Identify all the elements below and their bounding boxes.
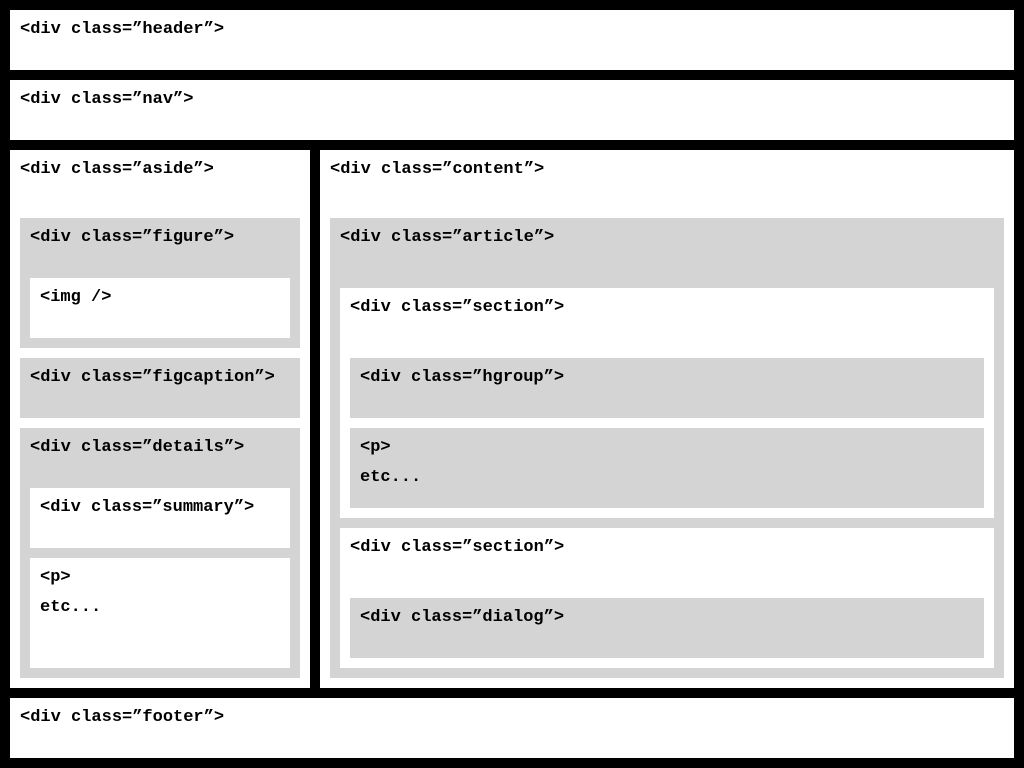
figure-box: <div class=”figure”> <img /> <box>20 218 300 348</box>
figure-label: <div class=”figure”> <box>30 228 235 247</box>
section-box-2: <div class=”section”> <div class=”dialog… <box>340 528 994 668</box>
details-label: <div class=”details”> <box>30 438 245 457</box>
content-label: <div class=”content”> <box>330 160 545 179</box>
details-box: <div class=”details”> <div class=”summar… <box>20 428 300 678</box>
aside-label: <div class=”aside”> <box>20 160 214 179</box>
figcaption-label: <div class=”figcaption”> <box>30 368 275 387</box>
content-box: <div class=”content”> <div class=”articl… <box>320 150 1014 688</box>
figcaption-box: <div class=”figcaption”> <box>20 358 300 418</box>
details-p-label: <p> <box>40 568 71 587</box>
summary-box: <div class=”summary”> <box>30 488 290 548</box>
summary-label: <div class=”summary”> <box>40 498 255 517</box>
dialog-box: <div class=”dialog”> <box>350 598 984 658</box>
details-p-etc: etc... <box>40 598 102 617</box>
section-p-label: <p> <box>360 438 391 457</box>
nav-box: <div class=”nav”> <box>10 80 1014 140</box>
aside-box: <div class=”aside”> <div class=”figure”>… <box>10 150 310 688</box>
nav-label: <div class=”nav”> <box>20 90 194 109</box>
details-p-box: <p> etc... <box>30 558 290 668</box>
section-p-box: <p> etc... <box>350 428 984 508</box>
footer-label: <div class=”footer”> <box>20 708 225 727</box>
hgroup-label: <div class=”hgroup”> <box>360 368 565 387</box>
section-p-etc: etc... <box>360 468 422 487</box>
section-label-2: <div class=”section”> <box>350 538 565 557</box>
hgroup-box: <div class=”hgroup”> <box>350 358 984 418</box>
header-label: <div class=”header”> <box>20 20 225 39</box>
article-box: <div class=”article”> <div class=”sectio… <box>330 218 1004 678</box>
header-box: <div class=”header”> <box>10 10 1014 70</box>
dialog-label: <div class=”dialog”> <box>360 608 565 627</box>
article-label: <div class=”article”> <box>340 228 555 247</box>
footer-box: <div class=”footer”> <box>10 698 1014 758</box>
section-label-1: <div class=”section”> <box>350 298 565 317</box>
section-box-1: <div class=”section”> <div class=”hgroup… <box>340 288 994 518</box>
img-box: <img /> <box>30 278 290 338</box>
img-label: <img /> <box>40 288 112 307</box>
